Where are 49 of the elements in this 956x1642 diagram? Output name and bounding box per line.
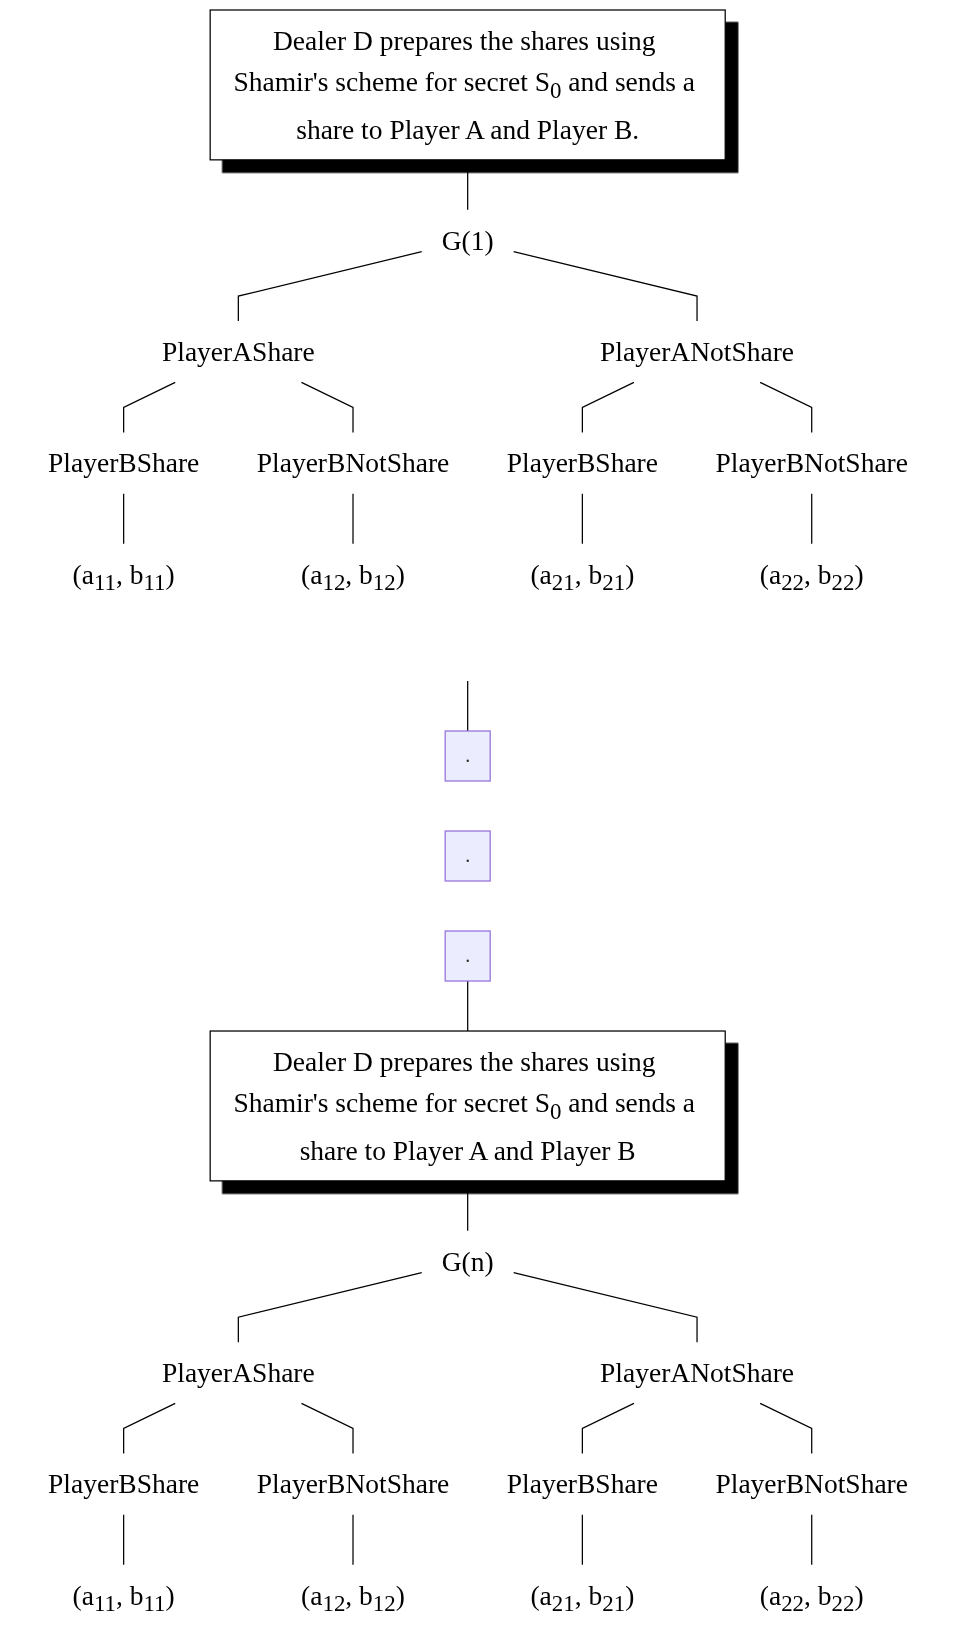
node-text: PlayerBNotShare <box>256 447 450 479</box>
node-text: PlayerBShare <box>48 1468 200 1500</box>
node-text: (a$_{21}$, b$_{21}$) <box>530 558 635 596</box>
node-box: . <box>444 930 491 982</box>
node-text: PlayerBShare <box>48 447 200 479</box>
connector <box>513 1272 698 1343</box>
connector <box>123 493 125 545</box>
node-text: G(n) <box>441 1245 494 1278</box>
connector <box>811 1514 813 1566</box>
node-box: . <box>444 730 491 782</box>
connector <box>759 1402 813 1454</box>
connector <box>513 251 698 322</box>
connector <box>581 381 635 433</box>
connector <box>581 493 583 545</box>
connector <box>467 1180 469 1232</box>
node-text: PlayerBNotShare <box>715 447 908 479</box>
node-text: (a$_{21}$, b$_{21}$) <box>530 1579 635 1617</box>
connector <box>300 1402 354 1454</box>
connector <box>237 251 423 322</box>
connector <box>123 1402 176 1454</box>
connector <box>467 159 469 211</box>
node-text: PlayerANotShare <box>600 1357 795 1389</box>
node-text: PlayerANotShare <box>600 336 795 368</box>
node-text: PlayerAShare <box>161 1357 315 1389</box>
node-text: PlayerAShare <box>161 336 315 368</box>
node-text: (a$_{12}$, b$_{12}$) <box>301 558 405 596</box>
connector <box>759 381 813 433</box>
connector <box>581 1402 635 1454</box>
node-box: Dealer D prepares the shares using Shamir's scheme for secret S$_{0}$ and sends a share to Player A and Player B <box>209 1030 726 1182</box>
connector <box>581 1514 583 1566</box>
node-text: G(1) <box>441 224 494 257</box>
node-text: PlayerBNotShare <box>715 1468 908 1500</box>
node-text: PlayerBShare <box>506 1468 658 1500</box>
node-text: (a$_{11}$, b$_{11}$) <box>72 1579 175 1617</box>
node-text: (a$_{11}$, b$_{11}$) <box>72 558 175 596</box>
node-box: . <box>444 830 491 882</box>
node-text: PlayerBShare <box>506 447 658 479</box>
node-text: (a$_{22}$, b$_{22}$) <box>759 1579 864 1617</box>
node-text: PlayerBNotShare <box>256 1468 450 1500</box>
node-box: Dealer D prepares the shares using Shamir's scheme for secret S$_{0}$ and sends a share to Player A and Player B. <box>209 9 726 161</box>
node-text: (a$_{12}$, b$_{12}$) <box>301 1579 405 1617</box>
connector <box>123 1514 125 1566</box>
connector <box>467 980 469 1032</box>
connector <box>467 680 469 732</box>
node-text: (a$_{22}$, b$_{22}$) <box>759 558 864 596</box>
connector <box>123 381 176 433</box>
connector <box>237 1272 423 1343</box>
connector <box>300 381 354 433</box>
connector <box>811 493 813 545</box>
